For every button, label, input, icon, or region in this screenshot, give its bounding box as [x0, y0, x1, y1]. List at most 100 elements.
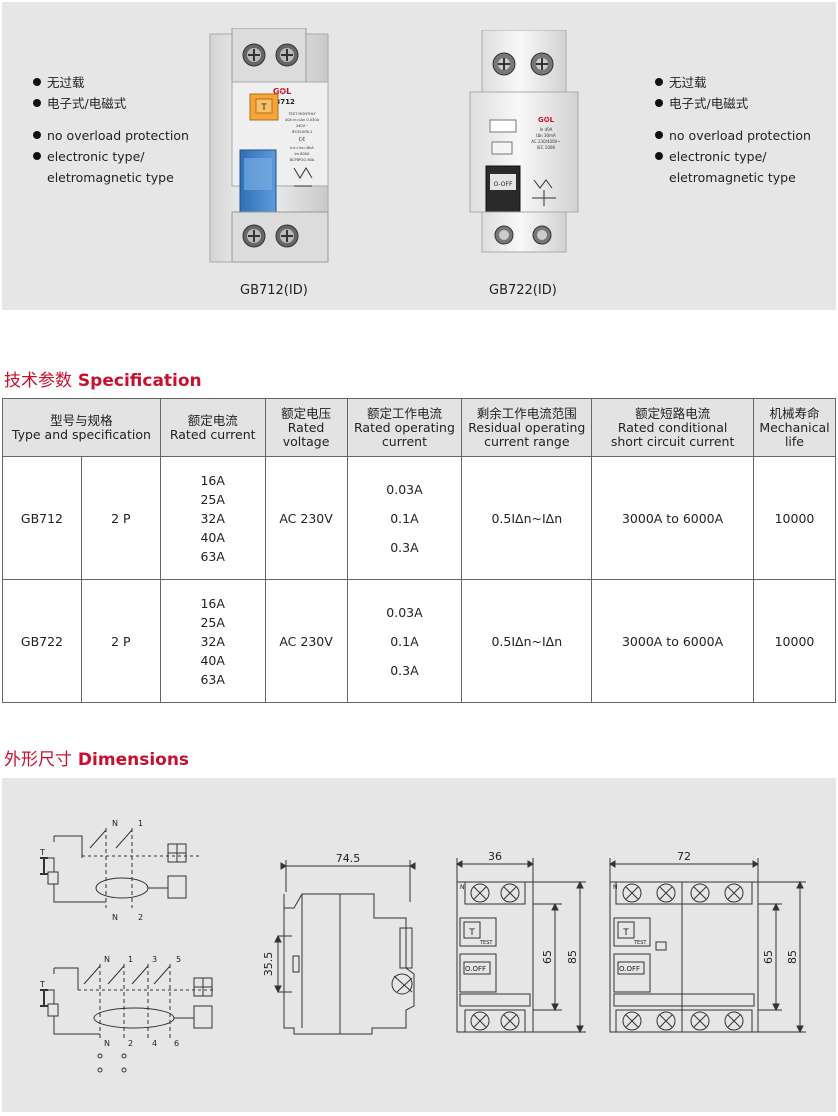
cell-operating: 0.03A 0.1A 0.3A [346, 456, 463, 580]
col-header-short-circuit: 额定短路电流 Rated conditional short circuit c… [591, 398, 754, 457]
feature-list-right: 无过载 电子式/电磁式 no overload protection elect… [655, 72, 811, 188]
dim-side-width: 74.5 [336, 852, 361, 865]
product-gb712-image: G✪L GB712 T TEST MONTHLY 40A ln=IΔn 0.03… [209, 28, 329, 263]
cell-model: GB712 [2, 456, 82, 580]
svg-text:IEC61008-1: IEC61008-1 [292, 130, 313, 134]
svg-text:40A ln=IΔn 0.030A: 40A ln=IΔn 0.030A [285, 118, 320, 122]
svg-text:Inc=lnc=6kA: Inc=lnc=6kA [290, 146, 314, 150]
svg-text:IEC 1008: IEC 1008 [537, 145, 555, 150]
test-switch-symbol [40, 857, 48, 875]
feature-list-left: 无过载 电子式/电磁式 no overload protection elect… [33, 72, 189, 188]
svg-text:O-OFF: O-OFF [494, 181, 513, 188]
cell-currents: 16A 25A 32A 40A 63A [159, 579, 266, 703]
svg-text:T: T [39, 980, 45, 989]
dim-4p-width: 72 [677, 850, 691, 863]
feature-item: no overload protection [655, 125, 811, 146]
svg-text:IΔn 30mA: IΔn 30mA [536, 133, 556, 138]
cell-life: 10000 [752, 579, 837, 703]
feature-item: eletromagnetic type [669, 170, 796, 185]
svg-text:O.OFF: O.OFF [619, 965, 640, 973]
svg-text:N: N [460, 884, 465, 891]
svg-text:N: N [613, 884, 618, 891]
product-panel: 无过载 电子式/电磁式 no overload protection elect… [2, 2, 836, 310]
svg-text:4: 4 [152, 1039, 157, 1048]
dim-2p-inner-height: 65 [541, 950, 554, 964]
schematic-4p [42, 964, 216, 1073]
feature-item: eletromagnetic type [47, 170, 174, 185]
cell-model: GB722 [2, 579, 82, 703]
dim-4p-inner-height: 65 [762, 950, 775, 964]
svg-text:AC 230/400V~: AC 230/400V~ [531, 139, 560, 144]
svg-text:6: 6 [174, 1039, 179, 1048]
cell-voltage: AC 230V [264, 456, 348, 580]
dim-side-height: 35.5 [262, 952, 275, 977]
cell-poles: 2 P [80, 579, 161, 703]
svg-text:T: T [468, 928, 475, 938]
svg-text:N: N [112, 913, 118, 922]
product-model-label: GB712 [269, 98, 295, 106]
svg-text:N: N [104, 955, 110, 964]
svg-text:In 40A: In 40A [540, 127, 553, 132]
brand-logo: G✪L [273, 87, 291, 96]
product-caption-gb712: GB712(ID) [240, 283, 308, 298]
dim-section-title: 外形尺寸 Dimensions [4, 750, 190, 770]
svg-text:1: 1 [128, 955, 133, 964]
svg-text:TEST: TEST [479, 940, 493, 946]
dimensions-panel: T N 1 N 2 T N 1 3 5 N 2 4 6 74.5 35.5 36… [2, 778, 836, 1112]
col-header-type: 型号与规格 Type and specification [2, 398, 161, 457]
cell-residual: 0.5IΔn~IΔn [461, 456, 593, 580]
svg-text:BCP8P2G 80A: BCP8P2G 80A [290, 158, 315, 162]
dimension-drawings: T N 1 N 2 T N 1 3 5 N 2 4 6 74.5 35.5 36… [39, 819, 806, 1073]
cell-residual: 0.5IΔn~IΔn [461, 579, 593, 703]
schematic-2p [42, 828, 202, 908]
col-header-residual: 剩余工作电流范围 Residual operating current rang… [461, 398, 593, 457]
feature-item: 电子式/电磁式 [655, 93, 811, 114]
cell-short-circuit: 3000A to 6000A [591, 456, 754, 580]
svg-text:Im 800A: Im 800A [294, 152, 310, 156]
col-header-voltage: 额定电压 Rated voltage [264, 398, 348, 457]
svg-text:TEST MONTHLY: TEST MONTHLY [287, 112, 316, 116]
svg-text:T: T [622, 928, 629, 938]
spec-section-title: 技术参数 Specification [4, 371, 202, 391]
svg-text:C€: C€ [299, 137, 306, 143]
cell-poles: 2 P [80, 456, 161, 580]
feature-item: electronic type/ [33, 146, 189, 167]
svg-text:O.OFF: O.OFF [465, 965, 486, 973]
table-row: GB722 2 P 16A 25A 32A 40A 63A AC 230V 0.… [2, 579, 837, 703]
feature-item: 无过载 [655, 72, 811, 93]
product-caption-gb722: GB722(ID) [489, 283, 557, 298]
svg-text:N: N [104, 1039, 110, 1048]
svg-text:240V~: 240V~ [296, 124, 308, 128]
dim-2p-width: 36 [488, 850, 502, 863]
col-header-current: 额定电流 Rated current [159, 398, 266, 457]
cell-short-circuit: 3000A to 6000A [591, 579, 754, 703]
svg-text:2: 2 [138, 913, 143, 922]
front-view-4p-drawing [609, 858, 806, 1034]
feature-item: no overload protection [33, 125, 189, 146]
dim-2p-outer-height: 85 [566, 950, 579, 964]
side-view-drawing [274, 860, 416, 1035]
product-gb722-image: G✪L In 40A IΔn 30mA AC 230/400V~ IEC 100… [469, 30, 579, 253]
cell-operating: 0.03A 0.1A 0.3A [346, 579, 463, 703]
svg-text:1: 1 [138, 819, 143, 828]
col-header-operating: 额定工作电流 Rated operating current [346, 398, 463, 457]
svg-text:2: 2 [128, 1039, 133, 1048]
svg-text:N: N [112, 819, 118, 828]
test-button [255, 98, 273, 114]
cell-voltage: AC 230V [264, 579, 348, 703]
spec-table: 型号与规格 Type and specification 额定电流 Rated … [2, 398, 837, 703]
cell-life: 10000 [752, 456, 837, 580]
svg-text:T: T [260, 103, 267, 113]
front-view-2p-drawing [456, 858, 586, 1034]
feature-item: 电子式/电磁式 [33, 93, 189, 114]
feature-item: electronic type/ [655, 146, 811, 167]
brand-logo: G✪L [538, 116, 555, 124]
col-header-life: 机械寿命 Mechanical life [752, 398, 837, 457]
svg-text:TEST: TEST [633, 940, 647, 946]
table-row: GB712 2 P 16A 25A 32A 40A 63A AC 230V 0.… [2, 456, 837, 580]
svg-text:T: T [39, 848, 45, 857]
dim-4p-outer-height: 85 [786, 950, 799, 964]
cell-currents: 16A 25A 32A 40A 63A [159, 456, 266, 580]
svg-text:5: 5 [176, 955, 181, 964]
feature-item: 无过载 [33, 72, 189, 93]
